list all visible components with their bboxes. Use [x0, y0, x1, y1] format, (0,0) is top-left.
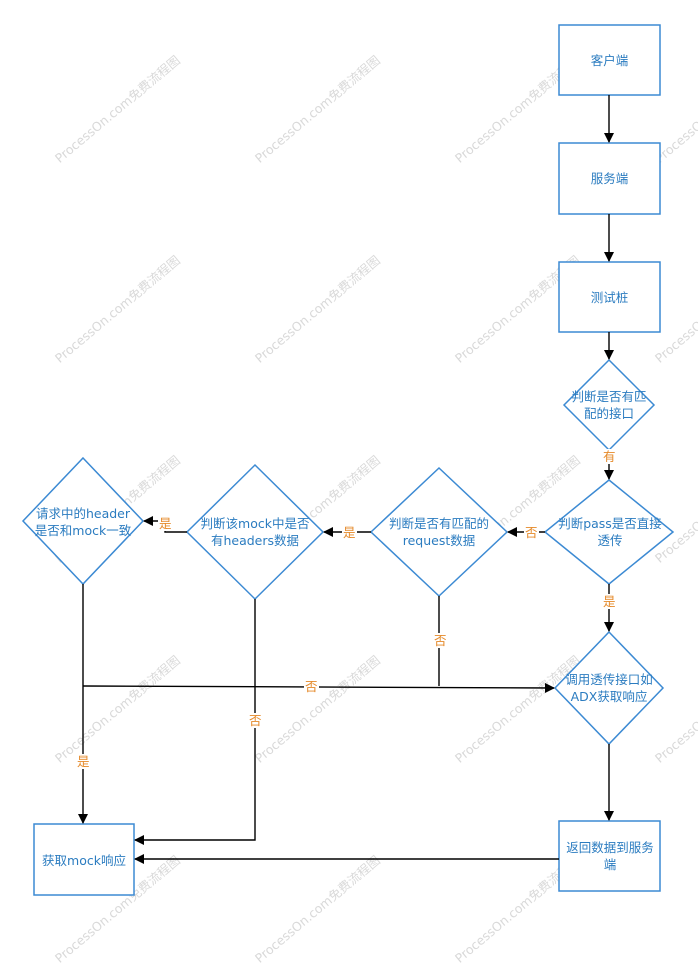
- node-server: 服务端: [590, 171, 629, 186]
- node-client-shape: [558, 24, 661, 96]
- node-client: 客户端: [590, 52, 629, 68]
- edge-label-yes: 是: [76, 754, 91, 769]
- flowchart-canvas: ProcessOn.com免费流程图 ProcessOn.com免费流程图 Pr…: [21, 24, 698, 966]
- edge-label-yes: 是: [342, 525, 357, 540]
- edge-label-yes: 是: [158, 516, 173, 531]
- node-match-request: 判断是否有匹配的request数据: [388, 516, 489, 548]
- flowchart-svg: [21, 24, 675, 896]
- node-call-adx: 调用透传接口如ADX获取响应: [565, 672, 653, 704]
- node-pass-through: 判断pass是否直接透传: [558, 516, 662, 548]
- node-return-data-shape: [558, 820, 661, 892]
- edge-label-no: 否: [304, 679, 319, 694]
- edge-label-yes: 是: [602, 594, 617, 609]
- edge-mock-headers-no-to-get-mock: [134, 599, 256, 845]
- edge-label-has: 有: [602, 449, 617, 464]
- edge-label-no: 否: [524, 525, 539, 540]
- node-return-data: 返回数据到服务端: [566, 840, 654, 872]
- node-stub: 测试桩: [590, 289, 629, 305]
- node-header-consistent: 请求中的header是否和mock一致: [34, 506, 132, 538]
- node-match-interface: 判断是否有匹配的接口: [571, 389, 647, 421]
- node-mock-headers: 判断该mock中是否有headers数据: [200, 516, 310, 548]
- node-server-shape: [558, 142, 661, 215]
- node-get-mock-response: 获取mock响应: [42, 852, 126, 868]
- edge-label-no: 否: [433, 633, 448, 648]
- edge-label-no: 否: [248, 713, 263, 728]
- node-stub-shape: [558, 261, 661, 333]
